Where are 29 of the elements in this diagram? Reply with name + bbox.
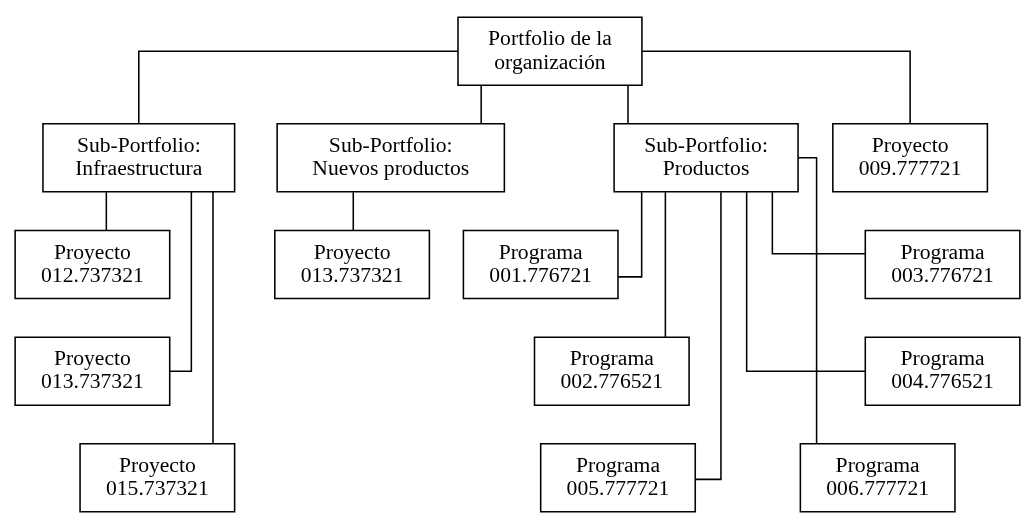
node-box: Sub-Portfolio: Productos bbox=[613, 123, 799, 193]
node-box: Proyecto 013.737321 bbox=[274, 229, 431, 300]
node-box: Programa 005.777721 bbox=[539, 443, 697, 513]
node-box: Proyecto 009.777721 bbox=[832, 123, 989, 193]
connector bbox=[138, 50, 459, 125]
connector bbox=[352, 191, 355, 231]
connector bbox=[694, 191, 722, 481]
node-box: Programa 003.776721 bbox=[864, 229, 1021, 300]
connector bbox=[771, 191, 866, 255]
connector bbox=[105, 191, 108, 231]
node-box: Proyecto 015.737321 bbox=[79, 443, 236, 513]
connector bbox=[627, 84, 629, 125]
connector bbox=[212, 191, 214, 445]
connector bbox=[641, 50, 911, 125]
node-box: Programa 004.776521 bbox=[864, 336, 1021, 406]
connector bbox=[797, 157, 818, 445]
connector bbox=[664, 191, 667, 338]
connector bbox=[745, 191, 866, 372]
node-box: Sub-Portfolio: Infraestructura bbox=[42, 123, 236, 193]
node-box: Sub-Portfolio: Nuevos productos bbox=[276, 123, 506, 193]
node-box: Programa 001.776721 bbox=[462, 229, 619, 300]
node-box: Programa 002.776521 bbox=[533, 336, 690, 406]
connector bbox=[169, 191, 193, 372]
connector bbox=[480, 84, 482, 125]
node-box: Proyecto 013.737321 bbox=[14, 336, 171, 406]
node-box: Portfolio de la organización bbox=[457, 16, 643, 86]
node-box: Proyecto 012.737321 bbox=[14, 229, 171, 300]
connector bbox=[617, 191, 643, 278]
node-box: Programa 006.777721 bbox=[799, 443, 956, 513]
